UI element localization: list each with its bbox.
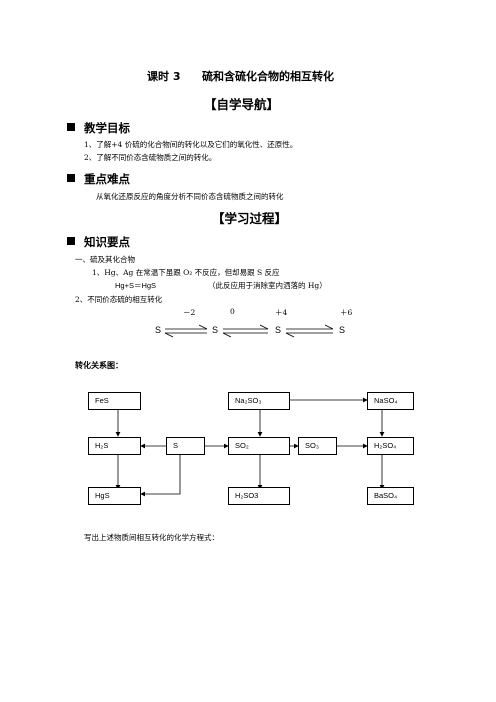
- sulfur-plus4: S: [275, 325, 282, 335]
- sulfur-plus6: S: [339, 325, 346, 335]
- goal-item-1: 1、了解+4 价硫的化合物间的转化以及它们的氧化性、还原性。: [84, 140, 298, 149]
- lesson-title: 硫和含硫化合物的相互转化: [202, 70, 334, 83]
- keypoints-text: 从氧化还原反应的角度分析不同价态含硫物质之间的转化: [96, 192, 284, 201]
- sulfur-0: S: [212, 325, 219, 335]
- square-bullet-icon: [67, 123, 75, 131]
- square-bullet-icon: [67, 174, 75, 182]
- square-bullet-icon: [67, 237, 75, 245]
- valence-0: 0: [230, 307, 235, 316]
- box-na2so3: Na₂SO₃: [228, 392, 290, 410]
- knowledge-item1: 1、Hg、Ag 在常温下虽跟 O₂ 不反应，但却易跟 S 反应: [92, 268, 280, 277]
- keypoints-heading-text: 重点难点: [84, 172, 130, 186]
- box-s: S: [166, 437, 205, 455]
- goals-heading-text: 教学目标: [84, 121, 130, 135]
- knowledge-heading: 知识要点: [67, 234, 130, 250]
- knowledge-heading-text: 知识要点: [84, 235, 130, 249]
- box-so2: SO₂: [228, 437, 290, 455]
- equation-note: （此反应用于消除室内洒落的 Hg）: [208, 281, 327, 290]
- box-so3: SO₃: [298, 437, 337, 455]
- process-header: 【学习过程】: [212, 211, 288, 226]
- keypoints-heading: 重点难点: [67, 171, 130, 187]
- box-baso4: BaSO₄: [367, 487, 414, 505]
- nav-header: 【自学导航】: [204, 97, 280, 112]
- instruction-text: 写出上述物质间相互转化的化学方程式：: [84, 533, 219, 542]
- box-hgs: HgS: [88, 487, 141, 505]
- valence-minus2: －2: [183, 308, 196, 317]
- box-fes: FeS: [88, 392, 141, 410]
- valence-plus4: ＋4: [275, 308, 288, 317]
- box-h2so4: H₂SO₄: [367, 437, 414, 455]
- knowledge-item2: 2、不同价态硫的相互转化: [75, 295, 163, 304]
- sulfur-minus2: S: [155, 325, 162, 335]
- box-naso4: NaSO₄: [367, 392, 414, 410]
- goal-item-2: 2、了解不同价态含硫物质之间的转化。: [84, 153, 217, 162]
- box-h2so3: H₂SO3: [228, 487, 290, 505]
- valence-plus6: ＋6: [340, 308, 353, 317]
- box-h2s: H₂S: [88, 437, 141, 455]
- equation: Hg+S＝HgS: [115, 281, 157, 290]
- lesson-number: 课时 3: [147, 70, 181, 83]
- diagram-label: 转化关系图：: [75, 361, 123, 370]
- knowledge-sub1: 一、硫及其化合物: [75, 255, 135, 264]
- goals-heading: 教学目标: [67, 120, 130, 136]
